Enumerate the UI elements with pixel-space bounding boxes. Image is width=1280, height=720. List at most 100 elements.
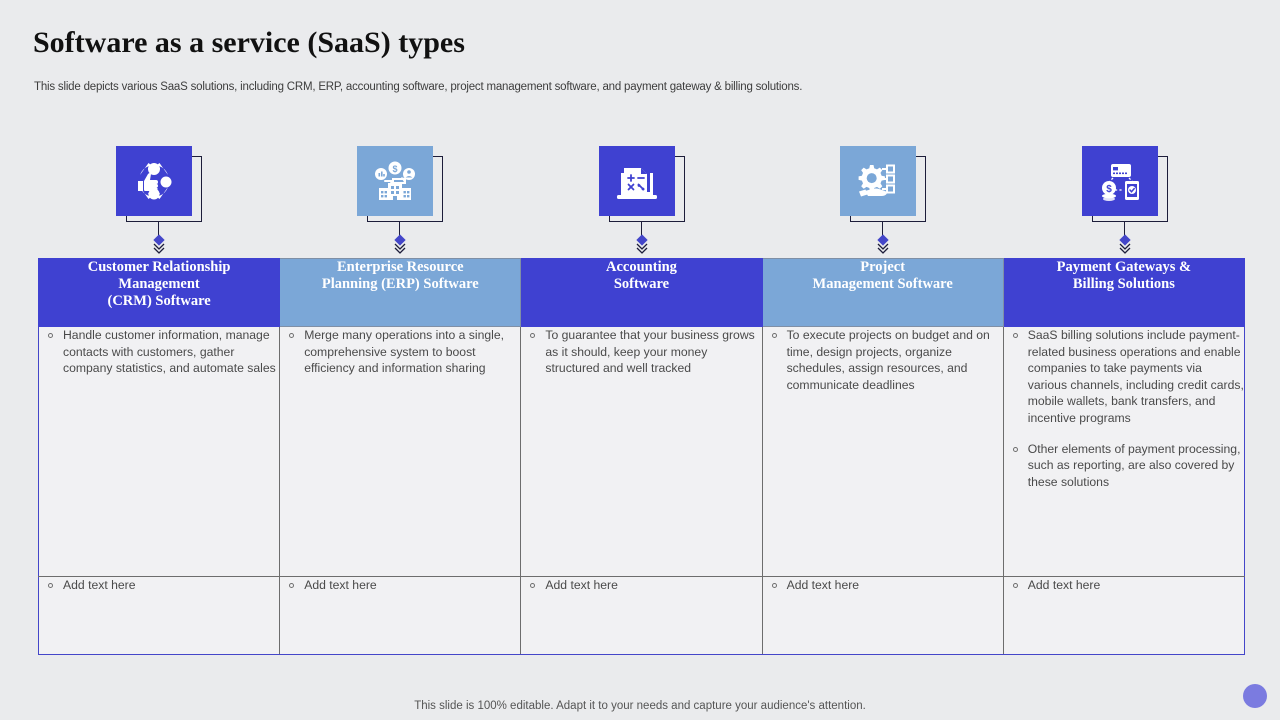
add-text-placeholder[interactable]: Add text here (545, 578, 618, 592)
list-item: To execute projects on budget and on tim… (763, 327, 1003, 393)
column-header-crm: Customer Relationship Management (CRM) S… (37, 258, 281, 327)
list-item-text: Handle customer information, manage cont… (63, 328, 276, 376)
table-footer-row: Add text here Add text here Add text her… (37, 576, 1246, 655)
icon-stack-crm (115, 146, 202, 254)
add-text-placeholder[interactable]: Add text here (1027, 578, 1101, 592)
column-header-accounting: Accounting Software (520, 258, 763, 327)
svg-text:$: $ (392, 164, 397, 174)
bullet-icon (1012, 446, 1018, 452)
list-item-text: To guarantee that your business grows as… (545, 328, 755, 376)
list-item-text: To execute projects on budget and on tim… (786, 328, 990, 392)
list-item-text: Other elements of payment processing, su… (1027, 441, 1241, 489)
add-text-placeholder[interactable]: Add text here (786, 578, 860, 592)
header-line: Accounting (606, 259, 677, 275)
payment-gateway-card-coins-mobile-icon: $ (1081, 146, 1158, 216)
footer-cell-payment-gateways[interactable]: Add text here (1002, 576, 1246, 655)
list-item: Other elements of payment processing, su… (1004, 441, 1244, 491)
erp-building-metrics-icon: $ (356, 146, 433, 216)
body-cell-erp: Merge many operations into a single, com… (279, 326, 522, 577)
connector-arrow (877, 222, 889, 256)
header-line: Planning (ERP) Software (321, 276, 479, 292)
connector-arrow (153, 222, 165, 256)
bullet-list: To execute projects on budget and on tim… (763, 327, 1003, 393)
add-text-placeholder[interactable]: Add text here (304, 578, 377, 592)
header-line: Billing Solutions (1072, 276, 1175, 292)
header-line: Customer Relationship (87, 259, 231, 275)
corner-decoration-dot (1243, 684, 1267, 708)
header-line: (CRM) Software (107, 293, 211, 309)
bullet-list: Add text here (1004, 577, 1244, 594)
list-item: Handle customer information, manage cont… (39, 327, 279, 377)
bullet-icon (1012, 333, 1018, 338)
body-cell-project-management: To execute projects on budget and on tim… (761, 326, 1004, 577)
footer-cell-project-management[interactable]: Add text here (761, 576, 1004, 655)
saas-types-table: Customer Relationship Management (CRM) S… (37, 258, 1246, 655)
icon-cell-accounting (521, 146, 762, 256)
bullet-list: Add text here (39, 577, 279, 594)
footer-cell-erp[interactable]: Add text here (279, 576, 522, 655)
header-line: Software (613, 276, 670, 292)
svg-text:$: $ (1106, 184, 1112, 195)
table-header-row: Customer Relationship Management (CRM) S… (37, 258, 1246, 327)
table-body-row: Handle customer information, manage cont… (37, 326, 1246, 577)
list-item: SaaS billing solutions include payment-r… (1004, 327, 1244, 427)
icon-stack-payment-gateways: $ (1081, 146, 1168, 254)
bullet-icon (48, 333, 53, 338)
bullet-icon (1012, 583, 1018, 588)
list-item[interactable]: Add text here (280, 577, 520, 594)
connector-arrow (636, 222, 648, 256)
page-subtitle: This slide depicts various SaaS solution… (34, 81, 803, 93)
list-item-text: SaaS billing solutions include payment-r… (1027, 328, 1244, 425)
bullet-icon (771, 583, 777, 588)
bullet-list: Merge many operations into a single, com… (280, 327, 520, 377)
icon-row: $ (38, 146, 1245, 256)
column-header-payment-gateways: Payment Gateways & Billing Solutions (1002, 258, 1246, 327)
footer-cell-crm[interactable]: Add text here (37, 576, 281, 655)
bullet-list: SaaS billing solutions include payment-r… (1004, 327, 1244, 490)
bullet-icon (771, 333, 777, 338)
column-header-project-management: Project Management Software (761, 258, 1004, 327)
connector-arrow (1119, 222, 1131, 256)
icon-cell-project-management (762, 146, 1003, 256)
bullet-list: Add text here (763, 577, 1003, 594)
add-text-placeholder[interactable]: Add text here (63, 578, 136, 592)
bullet-list: Add text here (280, 577, 520, 594)
list-item: To guarantee that your business grows as… (521, 327, 761, 377)
list-item[interactable]: Add text here (39, 577, 279, 594)
accounting-laptop-calculator-icon (598, 146, 675, 216)
body-cell-payment-gateways: SaaS billing solutions include payment-r… (1002, 326, 1246, 577)
bullet-list: To guarantee that your business grows as… (521, 327, 761, 377)
header-line: Payment Gateways & (1056, 259, 1192, 275)
header-line: Management (118, 276, 200, 292)
bullet-list: Handle customer information, manage cont… (39, 327, 279, 377)
bullet-icon (289, 583, 295, 588)
header-line: Management Software (812, 276, 953, 292)
list-item[interactable]: Add text here (521, 577, 761, 594)
body-cell-crm: Handle customer information, manage cont… (37, 326, 281, 577)
list-item: Merge many operations into a single, com… (280, 327, 520, 377)
project-management-hand-gear-checklist-icon (839, 146, 916, 216)
icon-cell-erp: $ (279, 146, 520, 256)
crm-cycle-thumbs-up-icon (115, 146, 192, 216)
body-cell-accounting: To guarantee that your business grows as… (520, 326, 763, 577)
list-item-text: Merge many operations into a single, com… (304, 328, 505, 376)
icon-stack-accounting (598, 146, 685, 254)
bullet-list: Add text here (521, 577, 761, 594)
icon-cell-payment-gateways: $ (1004, 146, 1245, 256)
connector-arrow (394, 222, 406, 256)
icon-stack-erp: $ (356, 146, 443, 254)
header-line: Enterprise Resource (336, 259, 464, 275)
bullet-icon (48, 583, 53, 588)
bullet-icon (530, 583, 536, 588)
bullet-icon (530, 333, 536, 338)
icon-stack-project-management (839, 146, 926, 254)
bullet-icon (289, 333, 295, 338)
list-item[interactable]: Add text here (763, 577, 1003, 594)
list-item[interactable]: Add text here (1004, 577, 1244, 594)
page-title: Software as a service (SaaS) types (33, 26, 465, 59)
footer-cell-accounting[interactable]: Add text here (520, 576, 763, 655)
column-header-erp: Enterprise Resource Planning (ERP) Softw… (279, 258, 522, 327)
icon-cell-crm (38, 146, 279, 256)
editable-footer-note: This slide is 100% editable. Adapt it to… (414, 700, 866, 712)
